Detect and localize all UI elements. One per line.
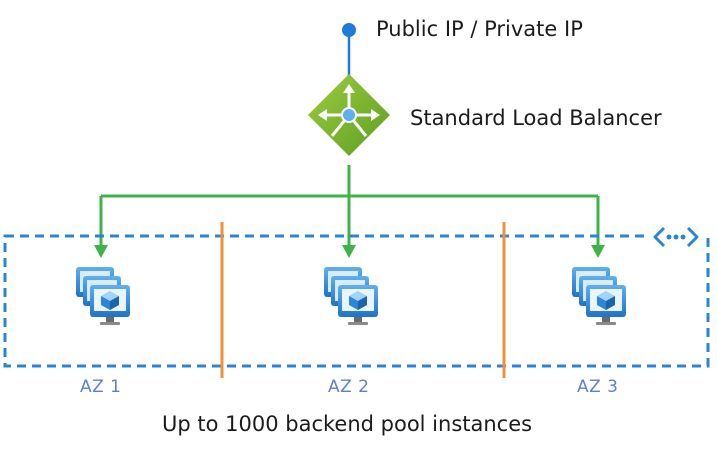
load-balancer-label: Standard Load Balancer: [410, 106, 662, 130]
zone-label-az1: AZ 1: [80, 377, 122, 397]
virtual-network-boundary: [3, 234, 710, 368]
ip-endpoint-icon: [342, 23, 356, 37]
traffic-arrows: [99, 165, 600, 246]
load-balancer-icon: [308, 74, 390, 156]
vm-scale-set-icon-az3: [572, 267, 626, 325]
virtual-network-icon: [650, 224, 706, 250]
arrow-to-az1: [94, 245, 108, 258]
arrow-to-az3: [591, 245, 605, 258]
vm-scale-set-icon-az1: [76, 267, 130, 325]
zone-label-az2: AZ 2: [328, 377, 370, 397]
zone-label-az3: AZ 3: [577, 377, 619, 397]
arrow-to-az2: [342, 245, 356, 258]
ip-label: Public IP / Private IP: [376, 17, 583, 41]
vm-scale-set-icon-az2: [324, 267, 378, 325]
pool-caption: Up to 1000 backend pool instances: [162, 412, 533, 436]
